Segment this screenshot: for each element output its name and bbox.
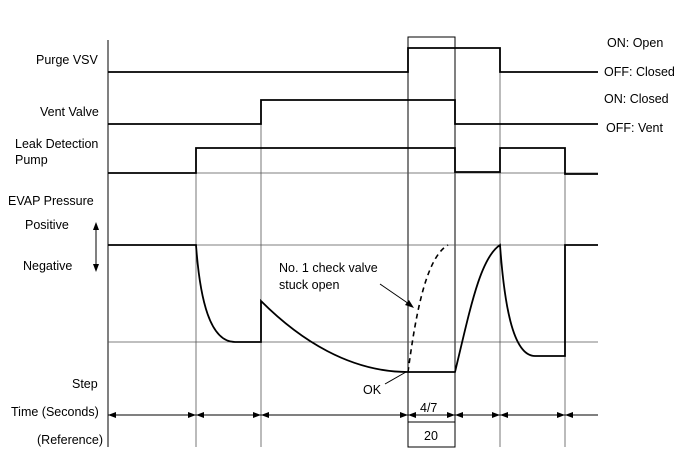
label-negative: Negative [23,259,72,273]
leak-pump-signal [108,147,598,175]
step-4-7-box [407,36,456,448]
vent-valve-signal [108,99,598,125]
check-valve-pointer [379,283,413,307]
label-positive: Positive [25,218,69,232]
label-vent-valve: Vent Valve [40,105,99,119]
ok-pointer [384,371,407,385]
step-label-4-7: 4/7 [420,401,437,415]
stuck-open-dashed-curve [407,244,449,373]
purge-vsv-signal [108,47,598,73]
label-evap-pressure: EVAP Pressure [8,194,94,208]
state-purge-off: OFF: Closed [604,65,675,79]
time-axis [108,412,598,418]
state-vent-on: ON: Closed [604,92,669,106]
reference-lines [108,71,598,343]
annotation-ok: OK [363,383,382,397]
check-valve-arrowhead [405,300,414,308]
label-leak-pump-1: Leak Detection [15,137,98,151]
state-purge-on: ON: Open [607,36,663,50]
label-time-seconds: Time (Seconds) [11,405,99,419]
annotation-check-valve-2: stuck open [279,278,340,292]
positive-negative-arrow [93,222,99,272]
step-time-20: 20 [424,429,438,443]
label-step: Step [72,377,98,391]
state-vent-off: OFF: Vent [606,121,663,135]
annotation-check-valve-1: No. 1 check valve [279,261,378,275]
label-purge-vsv: Purge VSV [36,53,99,67]
label-reference: (Reference) [37,433,103,447]
evap-pressure-curve [108,243,598,373]
label-leak-pump-2: Pump [15,153,48,167]
